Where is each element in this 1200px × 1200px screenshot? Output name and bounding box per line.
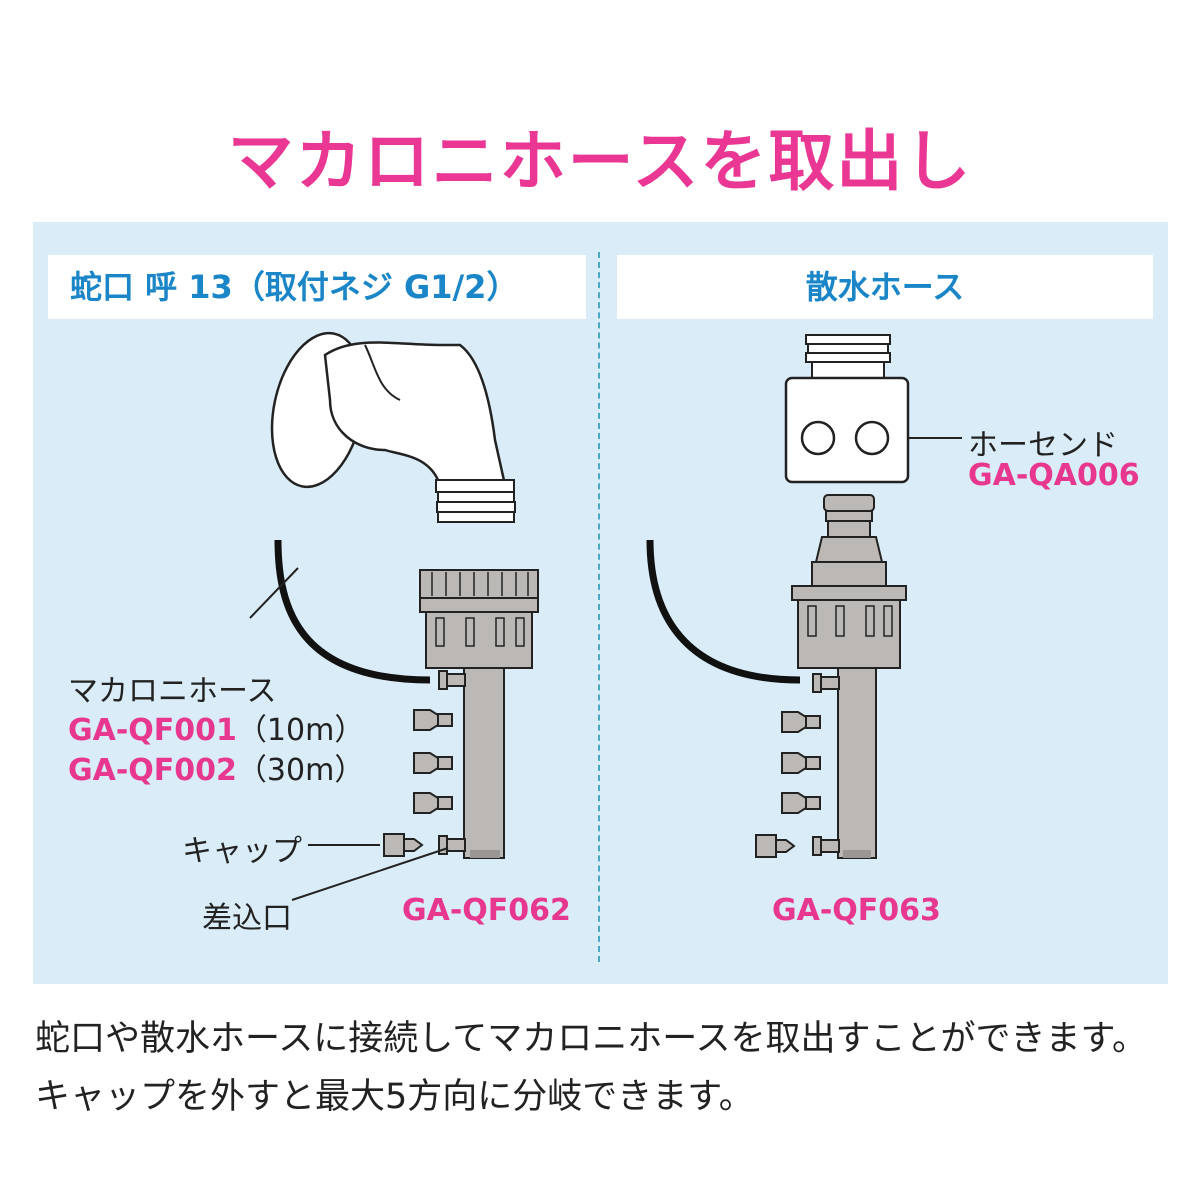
description: 蛇口や散水ホースに接続してマカロニホースを取出すことができます。 キャップを外す…	[35, 1010, 1175, 1126]
hose-model-2: GA-QF002	[68, 753, 237, 788]
left-model-number: GA-QF062	[402, 893, 571, 928]
right-model-number: GA-QF063	[772, 893, 941, 928]
description-line-1: 蛇口や散水ホースに接続してマカロニホースを取出すことができます。	[35, 1019, 1147, 1059]
hose-end-label: ホーセンド	[968, 428, 1118, 463]
hose-model-1: GA-QF001	[68, 713, 237, 748]
hose-length-2: （30m）	[236, 753, 365, 788]
branch-unit-right	[755, 494, 907, 859]
macaroni-hose-line-right	[646, 539, 801, 684]
hose-model-10m: GA-QF001（10m）	[68, 705, 364, 749]
cap-label: キャップ	[182, 834, 302, 869]
diagram-illustration	[249, 331, 962, 901]
macaroni-hose-line-left	[274, 539, 431, 684]
garden-hose-header: 散水ホース	[617, 255, 1153, 319]
faucet-illustration	[270, 331, 516, 523]
faucet-header: 蛇口 呼 13（取付ネジ G1/2）	[48, 255, 586, 319]
hose-length-1: （10m）	[236, 713, 365, 748]
inlet-label: 差込口	[202, 901, 292, 936]
description-line-2: キャップを外すと最大5方向に分岐できます。	[35, 1077, 754, 1117]
hose-model-30m: GA-QF002（30m）	[68, 745, 364, 789]
page-title: マカロニホースを取出し	[227, 123, 973, 200]
panel-divider	[598, 252, 600, 962]
branch-unit-left	[249, 567, 539, 901]
hose-end-model: GA-QA006	[968, 458, 1140, 493]
diagram-panel: 蛇口 呼 13（取付ネジ G1/2） 散水ホース	[33, 222, 1168, 984]
hose-end-illustration	[784, 334, 962, 484]
macaroni-hose-label: マカロニホース	[68, 674, 277, 709]
